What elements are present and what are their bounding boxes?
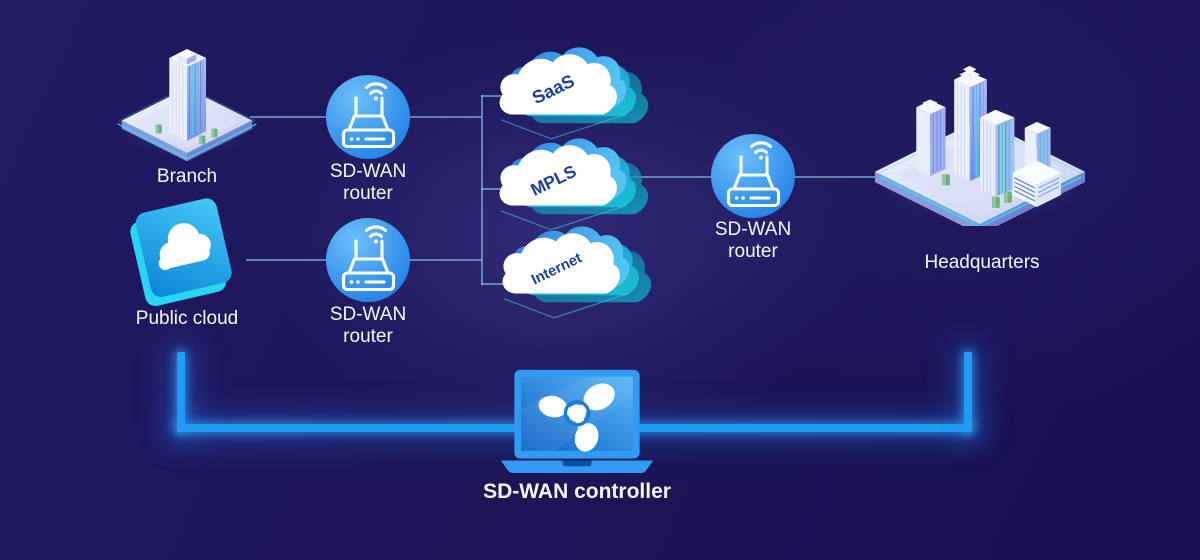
bus-line-left [177, 352, 185, 432]
bus-line-right [964, 352, 972, 432]
sdwan-router-publiccloud-icon [326, 218, 410, 302]
line-branch-to-router [250, 116, 326, 118]
molecule-icon [538, 383, 615, 452]
line-router-to-bracket-bottom [409, 259, 482, 261]
cloud-mpls: MPLS [499, 138, 649, 231]
router-label-line2: router [728, 241, 778, 262]
headquarters-buildings-icon [874, 65, 1086, 226]
router-branch-label: SD-WAN router [296, 161, 440, 205]
sdwan-router-hq-icon [711, 134, 795, 218]
bracket-stub-saas [481, 95, 517, 97]
branch-building-icon [117, 49, 257, 162]
sdwan-router-branch-icon [326, 75, 410, 159]
wifi-icon [368, 232, 384, 239]
cloud-glyph [158, 223, 211, 271]
router-label-line1: SD-WAN [714, 219, 792, 240]
line-router-to-bracket-top [407, 116, 482, 118]
public-cloud-label: Public cloud [135, 308, 239, 329]
router-label-line2: router [343, 183, 393, 204]
bracket-stub-mpls [481, 188, 514, 190]
router-label-line1: SD-WAN [329, 304, 407, 325]
controller-label: SD-WAN controller [483, 480, 671, 503]
router-label-line2: router [343, 326, 393, 347]
public-cloud-icon [130, 198, 232, 306]
trees [942, 174, 1012, 208]
cloud-saas: SaaS [499, 47, 649, 140]
line-publiccloud-to-router [246, 259, 327, 261]
headquarters-label: Headquarters [924, 252, 1040, 273]
router-hq-label: SD-WAN router [681, 219, 825, 263]
trees [155, 124, 218, 145]
laptop-icon [500, 369, 654, 474]
wifi-icon [368, 89, 384, 96]
bracket-vertical-line [481, 95, 483, 285]
router-label-line1: SD-WAN [329, 161, 407, 182]
line-clouds-to-hq-router [621, 176, 713, 178]
line-hq-router-to-hq [791, 176, 879, 178]
cloud-internet: Internet [502, 226, 652, 319]
bracket-stub-internet [481, 283, 513, 285]
wifi-icon [753, 148, 769, 155]
router-publiccloud-label: SD-WAN router [296, 304, 440, 348]
branch-label: Branch [156, 166, 218, 187]
